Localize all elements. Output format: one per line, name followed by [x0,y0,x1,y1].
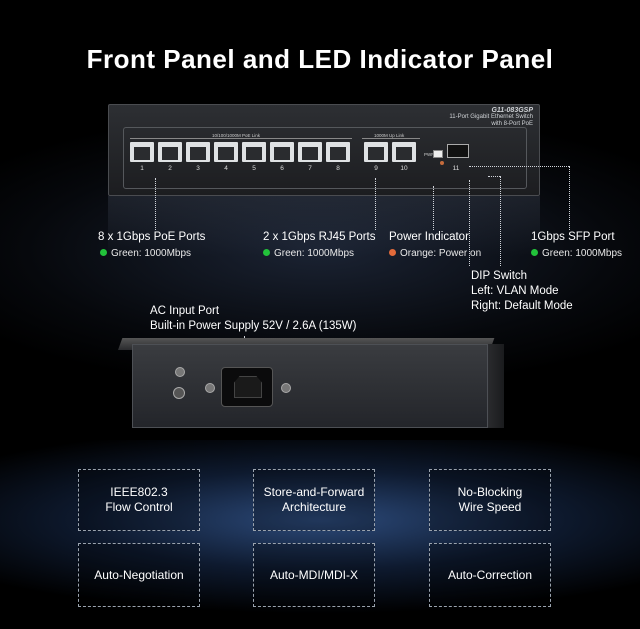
model-desc-line2: with 8-Port PoE [491,121,533,127]
feature-line: Flow Control [105,500,173,514]
port-number: 5 [252,165,256,172]
dip-callout-hline [488,176,500,177]
floor-glow [0,440,640,629]
port-number: 8 [336,165,340,172]
dip-switch-left: Left: VLAN Mode [471,285,559,297]
rj45-port-8 [326,142,350,162]
sfp-port-status: Green: 1000Mbps [531,248,622,259]
ground-terminal-icon [173,387,185,399]
port-number: 2 [168,165,172,172]
dip-switch-label: DIP Switch [471,270,528,282]
rj45-port-1 [130,142,154,162]
sfp-callout-hline [469,166,569,167]
feature-auto-mdi: Auto-MDI/MDI-X [253,543,375,607]
sfp-port-label: 1Gbps SFP Port [531,231,615,243]
status-dot-icon [389,249,396,256]
power-led [440,161,444,165]
rj45-port-10 [392,142,416,162]
sfp-port [447,144,469,158]
rj45-port-6 [270,142,294,162]
pwr-label: PWR [424,152,435,157]
port-number: 7 [308,165,312,172]
switch-rear-panel [132,344,488,428]
ac-power-socket [221,367,273,407]
rj45-port-2 [158,142,182,162]
sfp-callout-vline [569,166,570,230]
poe-band-line [130,138,352,139]
feature-line: Auto-Correction [447,567,533,582]
ac-input-spec: Built-in Power Supply 52V / 2.6A (135W) [150,320,357,332]
screw-icon [205,383,215,393]
power-indicator-label: Power Indicator [389,231,469,243]
switch-rear-side [488,344,504,428]
feature-auto-negotiation: Auto-Negotiation [78,543,200,607]
rj45-port-7 [298,142,322,162]
rj45-port-5 [242,142,266,162]
poe-ports-label: 8 x 1Gbps PoE Ports [98,231,206,243]
page-title: Front Panel and LED Indicator Panel [86,44,554,74]
rj45-ports-status: Green: 1000Mbps [263,248,354,259]
rj45-port-3 [186,142,210,162]
dip-switch [433,150,443,158]
power-indicator-status: Orange: Power on [389,248,481,259]
poe-band-label: 10/100/1000M PoE Link [212,133,261,138]
ac-socket-inner [234,376,262,398]
dip-switch-right: Right: Default Mode [471,300,573,312]
dip-callout-vline [500,176,501,266]
port-number: 10 [400,165,408,172]
screw-icon [175,367,185,377]
status-dot-icon [531,249,538,256]
feature-line: No-Blocking [457,485,523,499]
poe-ports-status: Green: 1000Mbps [100,248,191,259]
port-number: 1 [140,165,144,172]
port-number: 6 [280,165,284,172]
rj45-port-9 [364,142,388,162]
feature-line: Wire Speed [458,500,522,514]
feature-auto-correction: Auto-Correction [429,543,551,607]
switch-front-panel: G11-083GSP 11-Port Gigabit Ethernet Swit… [108,104,540,196]
rj45-callout-line [375,178,376,230]
feature-line: Auto-Negotiation [94,567,184,582]
feature-line: Store-and-Forward [263,485,365,499]
model-label: G11-083GSP 11-Port Gigabit Ethernet Swit… [449,107,533,128]
power-callout-line [433,186,434,230]
port-number: 11 [452,165,460,172]
model-number: G11-083GSP [491,107,533,114]
screw-icon [281,383,291,393]
switch-reflection [108,196,540,256]
feature-line: Architecture [281,500,347,514]
rj45-ports-label: 2 x 1Gbps RJ45 Ports [263,231,376,243]
status-dot-icon [263,249,270,256]
port-number: 4 [224,165,228,172]
ac-input-label: AC Input Port [150,305,220,317]
port-number: 9 [374,165,378,172]
uplink-band-line [362,138,420,139]
port-number: 3 [196,165,200,172]
rj45-port-4 [214,142,238,162]
feature-line: IEEE802.3 [110,485,168,499]
poe-callout-line [155,178,156,230]
dip-callout-line [469,180,470,266]
model-desc-line1: 11-Port Gigabit Ethernet Switch [449,114,533,120]
uplink-band-label: 1000M Up Link [374,133,405,138]
feature-line: Auto-MDI/MDI-X [269,567,358,582]
port-bay: 10/100/1000M PoE Link 1000M Up Link 1 2 … [123,127,527,189]
status-dot-icon [100,249,107,256]
